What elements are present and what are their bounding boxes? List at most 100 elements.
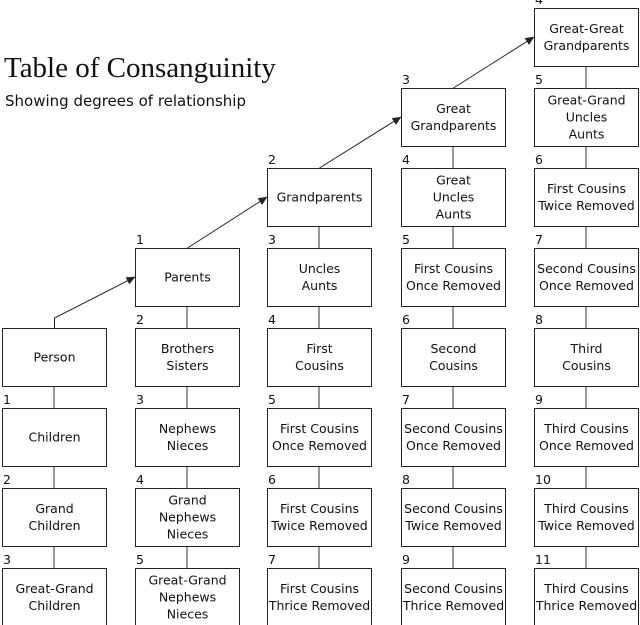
relationship-label: Grandparents bbox=[277, 190, 363, 205]
degree-number: 4 bbox=[402, 152, 410, 167]
relationship-label: Aunts bbox=[302, 278, 338, 293]
relationship-label: First Cousins bbox=[280, 501, 359, 516]
relationship-label: Grandparents bbox=[544, 38, 630, 53]
degree-number: 10 bbox=[535, 472, 551, 487]
degree-number: 3 bbox=[402, 72, 410, 87]
relationship-label: Uncles bbox=[433, 190, 475, 205]
relationship-label: Children bbox=[28, 430, 80, 445]
relationship-box-frame bbox=[267, 328, 372, 387]
relationship-label: First bbox=[306, 341, 332, 356]
relationship-label: Nephews bbox=[159, 590, 216, 605]
relationship-label: Great bbox=[436, 173, 471, 188]
relationship-box-frame bbox=[534, 408, 639, 467]
relationship-label: Nieces bbox=[167, 607, 209, 622]
ancestry-arrow bbox=[319, 116, 402, 169]
relationship-label: Sisters bbox=[166, 358, 208, 373]
degree-number: 4 bbox=[535, 0, 543, 7]
relationship-box-frame bbox=[401, 88, 506, 147]
relationship-box-frame bbox=[135, 328, 240, 387]
relationship-label: Great-Grand bbox=[148, 573, 226, 588]
relationship-label: Grand bbox=[168, 493, 206, 508]
relationship-box-frame bbox=[267, 168, 372, 227]
relationship-label: First Cousins bbox=[414, 261, 493, 276]
relationship-label: Cousins bbox=[295, 358, 344, 373]
degree-number: 8 bbox=[402, 472, 410, 487]
relationship-label: Parents bbox=[164, 270, 211, 285]
relationship-box-frame bbox=[135, 408, 240, 467]
relationship-label: Second Cousins bbox=[404, 581, 503, 596]
relationship-label: Person bbox=[33, 350, 75, 365]
relationship-box-frame bbox=[534, 8, 639, 67]
relationship-label: Great bbox=[436, 101, 471, 116]
relationship-box-frame bbox=[534, 168, 639, 227]
relationship-box-frame bbox=[401, 488, 506, 547]
ancestry-arrow bbox=[54, 276, 136, 328]
relationship-label: Third Cousins bbox=[543, 581, 629, 596]
relationship-label: Twice Removed bbox=[270, 518, 367, 533]
degree-number: 5 bbox=[268, 392, 276, 407]
degree-number: 3 bbox=[268, 232, 276, 247]
relationship-label: Twice Removed bbox=[537, 198, 634, 213]
relationship-label: Third Cousins bbox=[543, 421, 629, 436]
degree-number: 4 bbox=[268, 312, 276, 327]
relationship-label: Aunts bbox=[569, 127, 605, 142]
degree-number: 6 bbox=[402, 312, 410, 327]
degree-number: 6 bbox=[268, 472, 276, 487]
degree-number: 5 bbox=[402, 232, 410, 247]
relationship-label: Great-Grand bbox=[15, 581, 93, 596]
relationship-label: First Cousins bbox=[547, 181, 626, 196]
relationship-label: Nieces bbox=[167, 527, 209, 542]
relationship-box-frame bbox=[401, 168, 506, 227]
relationship-box-frame bbox=[135, 248, 240, 307]
relationship-box-frame bbox=[267, 248, 372, 307]
relationship-label: Second Cousins bbox=[404, 421, 503, 436]
relationship-label: Nieces bbox=[167, 438, 209, 453]
relationship-box-frame bbox=[135, 488, 240, 547]
ancestry-arrow bbox=[187, 196, 268, 249]
degree-number: 9 bbox=[402, 552, 410, 567]
relationship-box-frame bbox=[534, 488, 639, 547]
relationship-label: Once Removed bbox=[272, 438, 367, 453]
relationship-label: Once Removed bbox=[539, 278, 634, 293]
relationship-label: Second Cousins bbox=[404, 501, 503, 516]
relationship-box-frame bbox=[267, 488, 372, 547]
relationship-label: Uncles bbox=[299, 261, 341, 276]
relationship-label: Once Removed bbox=[539, 438, 634, 453]
degree-number: 2 bbox=[136, 312, 144, 327]
degree-number: 2 bbox=[268, 152, 276, 167]
relationship-box-frame bbox=[401, 568, 506, 625]
degree-number: 3 bbox=[136, 392, 144, 407]
relationship-box-frame bbox=[2, 568, 107, 625]
relationship-label: Twice Removed bbox=[404, 518, 501, 533]
degree-number: 5 bbox=[136, 552, 144, 567]
relationship-label: Cousins bbox=[429, 358, 478, 373]
degree-number: 7 bbox=[268, 552, 276, 567]
relationship-box-frame bbox=[534, 88, 639, 147]
degree-number: 3 bbox=[3, 552, 11, 567]
relationship-label: Great-Great bbox=[549, 21, 624, 36]
relationship-box-frame bbox=[534, 328, 639, 387]
relationship-box-frame bbox=[401, 408, 506, 467]
relationship-label: First Cousins bbox=[280, 421, 359, 436]
relationship-label: Thrice Removed bbox=[535, 598, 637, 613]
